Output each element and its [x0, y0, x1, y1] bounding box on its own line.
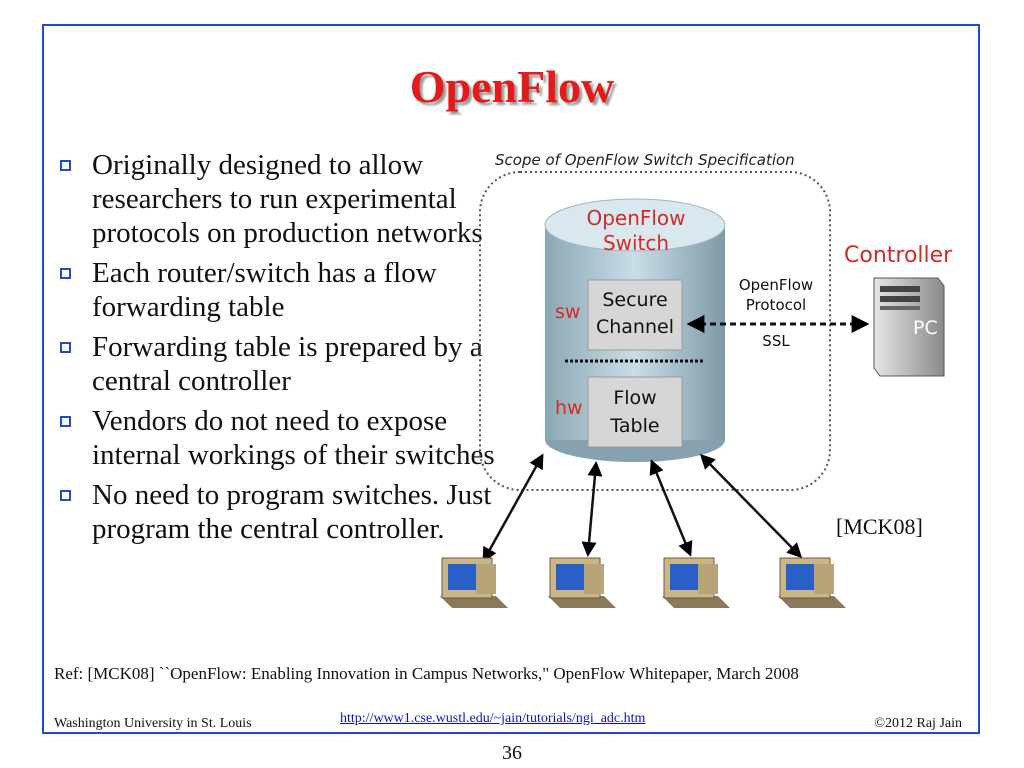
- sw-label: sw: [555, 301, 580, 323]
- bullet-item: Each router/switch has a flow forwarding…: [56, 256, 496, 324]
- host-computer-icon: [662, 557, 730, 608]
- flow-table-box: [587, 376, 683, 448]
- bullet-text: Forwarding table is prepared by a centra…: [92, 331, 483, 397]
- footer-copyright: ©2012 Raj Jain: [874, 716, 962, 731]
- host-link-arrow: [581, 461, 603, 557]
- protocol-line1: OpenFlow: [739, 276, 813, 294]
- footer-institution: Washington University in St. Louis: [54, 716, 252, 731]
- page-number: 36: [502, 742, 522, 764]
- host-computer-icon: [778, 557, 846, 608]
- host-computer-icon: [548, 557, 616, 608]
- bullet-text: Each router/switch has a flow forwarding…: [92, 257, 437, 323]
- switch-title-line1: OpenFlow: [586, 206, 685, 230]
- protocol-line3: SSL: [762, 332, 790, 350]
- switch-title-line2: Switch: [603, 231, 669, 255]
- host-computer-icon: [440, 557, 508, 608]
- host-link-arrow: [699, 453, 803, 559]
- bullet-item: Forwarding table is prepared by a centra…: [56, 330, 496, 398]
- flow-table-line2: Table: [609, 415, 659, 437]
- square-bullet-icon: [60, 268, 71, 279]
- flow-table-line1: Flow: [613, 387, 656, 409]
- bullet-item: Vendors do not need to expose internal w…: [56, 404, 496, 472]
- secure-channel-line1: Secure: [602, 289, 667, 311]
- hw-label: hw: [555, 397, 583, 419]
- secure-channel-line2: Channel: [596, 316, 674, 338]
- controller-label: Controller: [844, 243, 953, 268]
- citation-label: [MCK08]: [836, 514, 923, 539]
- slide-frame: [42, 24, 980, 734]
- secure-channel-box: [587, 279, 683, 351]
- reference-note: Ref: [MCK08] ``OpenFlow: Enabling Innova…: [54, 664, 799, 683]
- host-link-arrow: [482, 453, 544, 563]
- bullet-text: Vendors do not need to expose internal w…: [92, 405, 495, 471]
- scope-label: Scope of OpenFlow Switch Specification: [495, 151, 795, 169]
- switch-top: [544, 198, 726, 252]
- controller-pc-icon: PC: [873, 277, 945, 377]
- host-link-arrow: [649, 459, 693, 557]
- square-bullet-icon: [60, 160, 71, 171]
- protocol-line2: Protocol: [746, 296, 806, 314]
- bullet-text: No need to program switches. Just progra…: [92, 479, 492, 545]
- square-bullet-icon: [60, 416, 71, 427]
- square-bullet-icon: [60, 490, 71, 501]
- pc-label: PC: [913, 317, 938, 339]
- slide-title: OpenFlow: [409, 61, 615, 112]
- bullet-list: Originally designed to allow researchers…: [56, 148, 496, 552]
- bullet-item: Originally designed to allow researchers…: [56, 148, 496, 250]
- bullet-text: Originally designed to allow researchers…: [92, 149, 483, 249]
- openflow-switch: OpenFlow Switch sw hw Secure Channel Flo…: [544, 198, 726, 462]
- square-bullet-icon: [60, 342, 71, 353]
- footer-url-link[interactable]: http://www1.cse.wustl.edu/~jain/tutorial…: [340, 711, 646, 726]
- bullet-item: No need to program switches. Just progra…: [56, 478, 496, 546]
